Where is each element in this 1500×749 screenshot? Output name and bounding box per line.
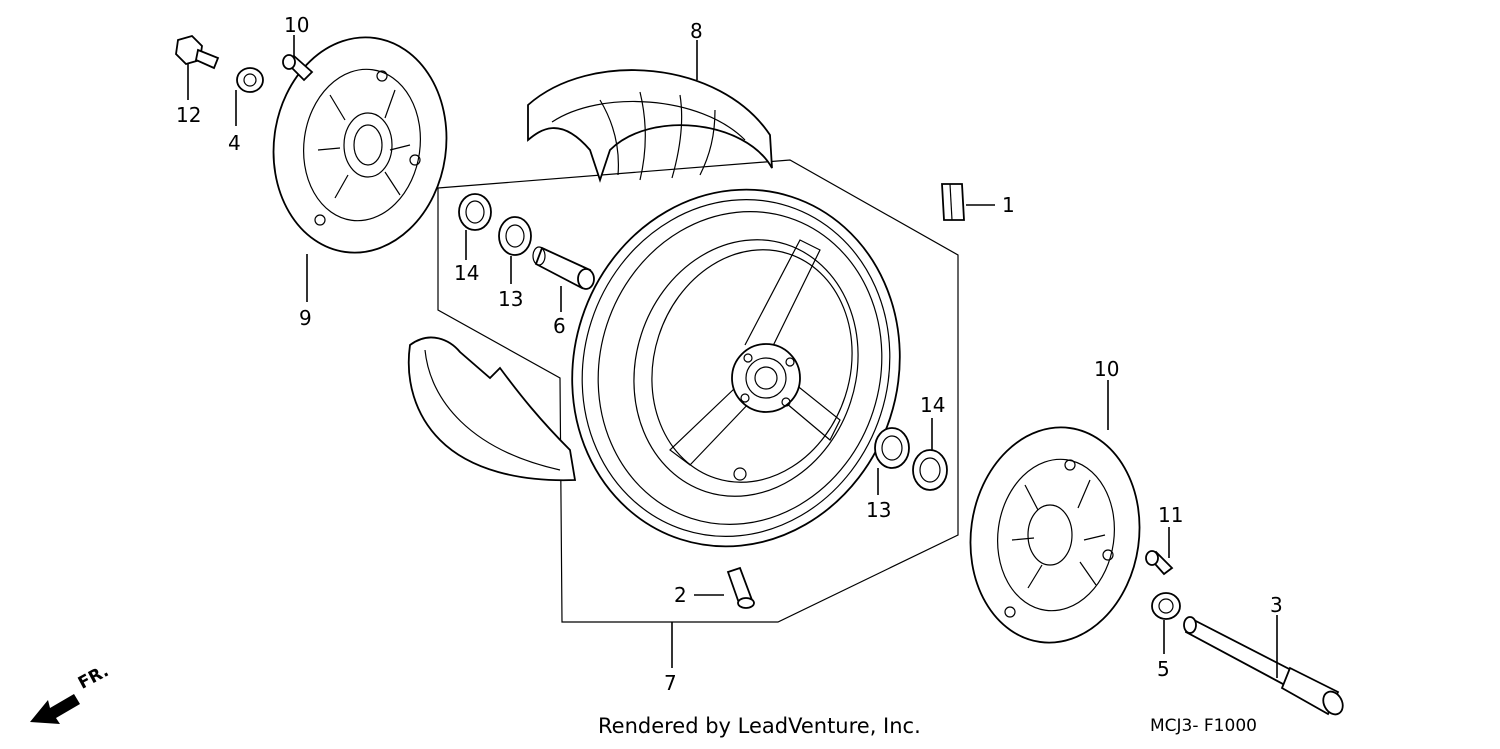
callout-6: 6 xyxy=(553,314,566,338)
fender-upper xyxy=(527,69,773,183)
bearing-right-inner xyxy=(874,427,910,469)
callout-5: 5 xyxy=(1157,657,1170,681)
axle-bolt xyxy=(175,34,220,70)
front-direction-arrow xyxy=(30,694,80,724)
fender-lower xyxy=(407,336,577,482)
disc-bolt-right xyxy=(1145,550,1174,576)
callout-4: 4 xyxy=(228,131,241,155)
callout-7: 7 xyxy=(664,671,677,695)
callout-3: 3 xyxy=(1270,593,1283,617)
disc-bolt-top xyxy=(282,54,314,82)
callout-14-left: 14 xyxy=(454,261,479,285)
callout-8: 8 xyxy=(690,19,703,43)
tire-valve xyxy=(726,566,755,609)
brake-disc-right xyxy=(969,426,1141,644)
front-axle xyxy=(1183,616,1344,716)
callout-13-left: 13 xyxy=(498,287,523,311)
distance-collar xyxy=(532,246,595,290)
callout-1: 1 xyxy=(1002,193,1015,217)
callout-2: 2 xyxy=(674,583,687,607)
callout-9: 9 xyxy=(299,306,312,330)
side-collar-left xyxy=(236,67,264,93)
side-collar-right xyxy=(1151,592,1181,620)
callout-11-right: 11 xyxy=(1158,503,1183,527)
bearing-left-inner xyxy=(498,216,532,256)
callout-10: 10 xyxy=(1094,357,1119,381)
footer-credit: Rendered by LeadVenture, Inc. xyxy=(598,714,921,738)
wheel-assembly-outline xyxy=(437,159,959,623)
wheel-rim xyxy=(571,188,901,548)
balance-weight xyxy=(941,183,965,221)
bearing-left-outer xyxy=(458,193,492,231)
diagram-code: MCJ3- F1000 xyxy=(1150,716,1257,736)
callout-14-right: 14 xyxy=(920,393,945,417)
dust-seal-right xyxy=(912,449,948,491)
callout-12: 12 xyxy=(176,103,201,127)
callout-13-right: 13 xyxy=(866,498,891,522)
callout-11-top: 10 xyxy=(284,13,309,37)
brake-disc-left xyxy=(272,36,448,254)
